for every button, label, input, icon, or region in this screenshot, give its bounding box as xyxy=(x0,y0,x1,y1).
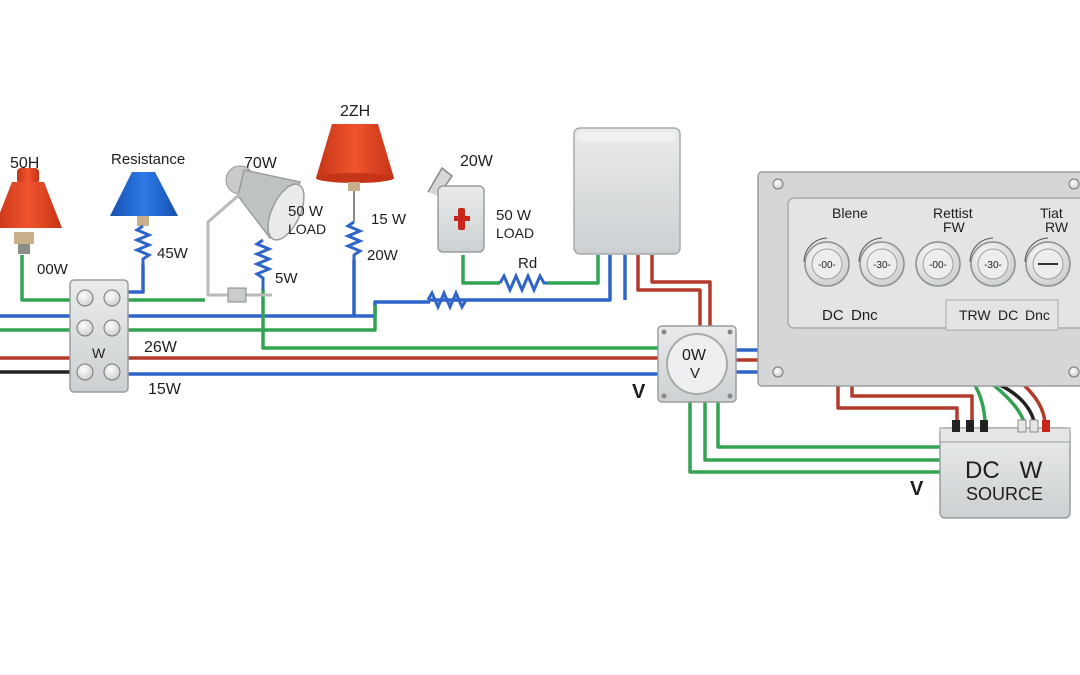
wire-green-loop2 xyxy=(703,395,940,462)
wire-green-loop3 xyxy=(716,395,940,449)
wire-red-box2 xyxy=(650,255,712,330)
knob1-label: -00- xyxy=(818,260,836,271)
resistor-coil-lamp2 xyxy=(133,224,153,266)
pendant-r1-label: 15 W xyxy=(371,211,407,228)
knob2-label: -30- xyxy=(873,260,891,271)
wire-green-switch xyxy=(461,255,500,285)
resistor-rd xyxy=(498,272,548,294)
lamp1-rating-label: 50H xyxy=(10,155,39,172)
junction-top-label: 0W xyxy=(682,347,707,364)
knob4-label: -30- xyxy=(984,260,1002,271)
wire-green-loop1 xyxy=(688,395,940,474)
panel-knob-5[interactable] xyxy=(1025,241,1071,287)
panel-dial2-bottom-label: FW xyxy=(943,219,966,235)
spotlight-load-top-label: 50 W xyxy=(288,203,324,220)
dc-source xyxy=(939,419,1071,519)
panel-dnc-label: Dnc xyxy=(851,307,878,324)
left-rating-label: 00W xyxy=(37,261,69,278)
source-top-label: DC W xyxy=(965,457,1043,484)
panel-dc2-label: DC xyxy=(998,307,1018,323)
panel-knob-1[interactable]: -00- xyxy=(804,241,850,287)
pendant-rating-label: 2ZH xyxy=(340,103,370,120)
junction-bottom-label: V xyxy=(690,365,700,382)
switch-load-top-label: 50 W xyxy=(496,207,532,224)
panel-knob-2[interactable]: -30- xyxy=(859,241,905,287)
spotlight-rating-label: 70W xyxy=(244,155,278,172)
panel-knob-3[interactable]: -00- xyxy=(915,241,961,287)
knob-tick-marks xyxy=(803,237,1049,263)
resistor-coil-spotlight xyxy=(253,238,273,290)
wire-green-long xyxy=(261,290,660,350)
resistor-rd-label: Rd xyxy=(518,255,537,272)
enclosure-box xyxy=(573,127,681,255)
wire-blue-line xyxy=(430,255,612,302)
resistor-inline xyxy=(426,289,468,311)
panel-knob-4[interactable]: -30- xyxy=(970,241,1016,287)
lamp-red-left xyxy=(0,168,62,254)
wire-green-rd xyxy=(548,255,600,285)
lamp-blue xyxy=(110,172,178,226)
panel-trw-label: TRW xyxy=(959,307,991,323)
resistor-coil-pendant xyxy=(344,220,364,262)
switch-load-bottom-label: LOAD xyxy=(496,225,534,241)
wire-26w-label: 26W xyxy=(144,339,178,356)
wires xyxy=(0,255,1080,474)
terminal-block-label: W xyxy=(92,345,106,361)
knob3-label: -00- xyxy=(929,260,947,271)
terminal-block xyxy=(69,279,129,393)
pendant-lamp-red xyxy=(316,124,394,222)
wire-red-box1 xyxy=(636,255,702,330)
wire-green-lamp1 xyxy=(20,255,70,302)
wire-blue-top xyxy=(0,300,430,318)
spotlight-wire-rating-label: 5W xyxy=(275,270,298,287)
panel-dial3-top-label: Tiat xyxy=(1040,205,1063,221)
panel-dial1-label: Blene xyxy=(832,205,868,221)
switch-rating-label: 20W xyxy=(460,153,494,170)
lamp2-rating-label: 45W xyxy=(157,245,189,262)
junction-box xyxy=(657,325,737,403)
pendant-r2-label: 20W xyxy=(367,247,399,264)
wall-switch xyxy=(427,166,485,253)
panel-dc-label: DC xyxy=(822,307,844,324)
v-bottom-label: V xyxy=(910,478,924,500)
wire-15w-label: 15W xyxy=(148,381,182,398)
source-bottom-label: SOURCE xyxy=(966,484,1043,504)
panel-dial3-bottom-label: RW xyxy=(1045,219,1069,235)
spotlight-load-bottom-label: LOAD xyxy=(288,221,326,237)
v-left-label: V xyxy=(632,381,646,403)
panel-dnc2-label: Dnc xyxy=(1025,307,1050,323)
spotlight-lamp xyxy=(206,165,305,303)
panel-dial2-top-label: Rettist xyxy=(933,205,973,221)
resistance-label: Resistance xyxy=(111,151,185,168)
